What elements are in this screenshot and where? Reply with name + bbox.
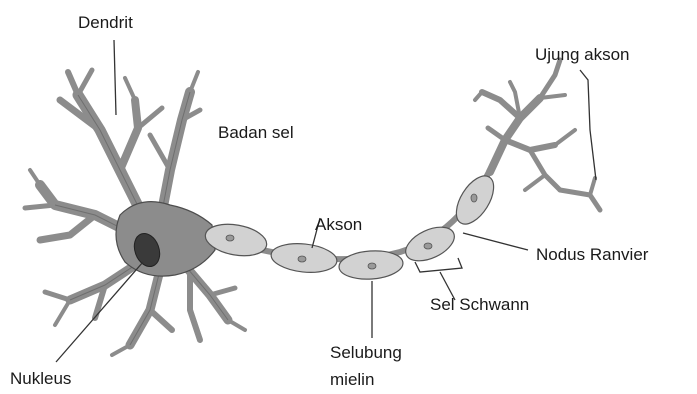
label-akson: Akson <box>315 215 362 234</box>
label-badan-sel: Badan sel <box>218 123 294 142</box>
schwann-cell <box>203 220 269 260</box>
label-sel-schwann: Sel Schwann <box>430 295 529 314</box>
label-nukleus: Nukleus <box>10 369 71 388</box>
leader-nodus-ranvier <box>463 233 528 250</box>
leader-ujung-akson <box>580 70 596 180</box>
cell-body <box>116 202 215 276</box>
label-selubung-line2: mielin <box>330 370 374 389</box>
label-ujung-akson: Ujung akson <box>535 45 630 64</box>
label-selubung-line1: Selubung <box>330 343 402 362</box>
leader-dendrit <box>114 40 116 115</box>
label-dendrit: Dendrit <box>78 13 133 32</box>
label-nodus-ranvier: Nodus Ranvier <box>536 245 649 264</box>
